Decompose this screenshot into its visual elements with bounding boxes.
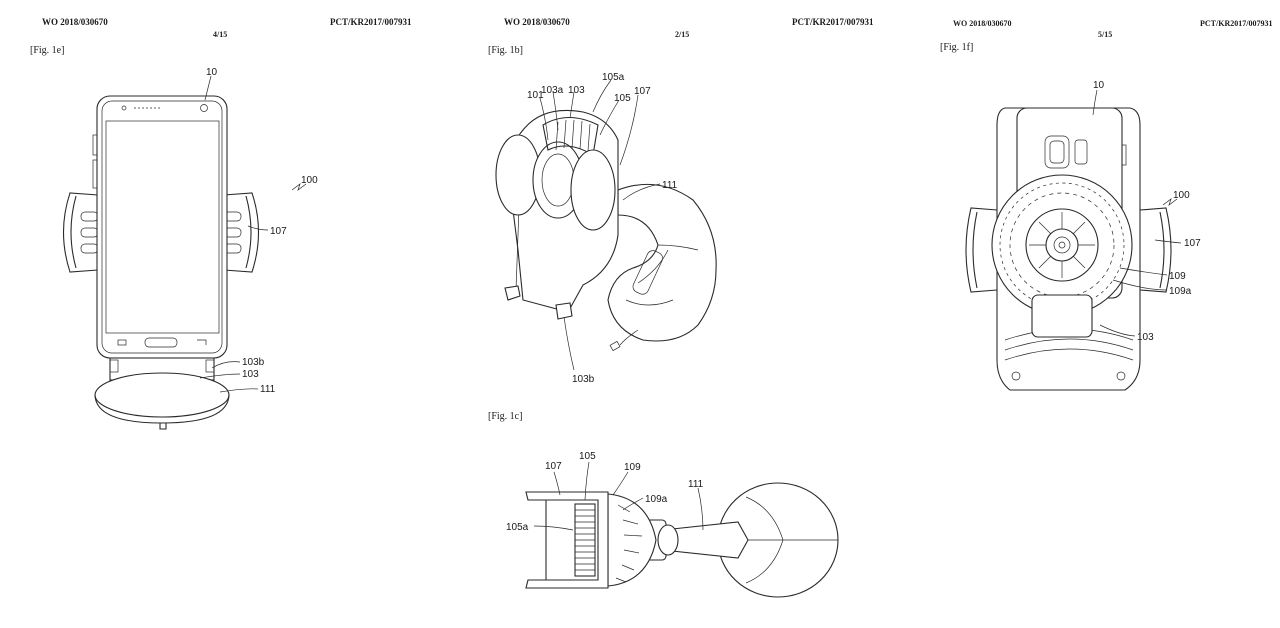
ref-label-105a: 105a [602, 72, 625, 83]
publication-number: WO 2018/030670 [504, 17, 570, 27]
smartphone-front [92, 95, 228, 359]
ref-label-10: 10 [1093, 80, 1105, 91]
wireless-charging-pad [991, 174, 1133, 338]
application-number: PCT/KR2017/007931 [330, 17, 412, 27]
ref-label-100: 100 [1173, 190, 1190, 201]
ref-label-103: 103 [568, 85, 585, 96]
ref-label-103b: 103b [242, 357, 265, 368]
fig-1c-holder-top-view [525, 482, 839, 598]
patent-sheet-page-5: WO 2018/030670 PCT/KR2017/007931 5/15 [F… [905, 0, 1280, 628]
figure-caption: [Fig. 1e] [30, 45, 65, 56]
ref-label-107: 107 [634, 86, 651, 97]
ref-label-103b: 103b [572, 374, 595, 385]
right-clamp-arm [223, 192, 260, 273]
ref-label-105a: 105a [506, 522, 529, 533]
ref-label-109: 109 [624, 462, 641, 473]
reference-leaders [199, 75, 307, 393]
publication-number: WO 2018/030670 [953, 19, 1012, 28]
patent-sheet-page-2: WO 2018/030670 PCT/KR2017/007931 2/15 [F… [448, 0, 888, 628]
figure-1b-1c-drawing: 101 103a 103 105a 105 107 111 103b [495, 72, 839, 598]
application-number: PCT/KR2017/007931 [792, 17, 874, 27]
figure-caption: [Fig. 1f] [940, 42, 974, 53]
ref-label-105: 105 [579, 451, 596, 462]
page-number: 5/15 [1098, 30, 1113, 39]
ref-label-10: 10 [206, 67, 218, 78]
page-number: 2/15 [675, 30, 690, 39]
ref-label-107: 107 [270, 226, 287, 237]
ref-label-105: 105 [614, 93, 631, 104]
ref-label-103: 103 [242, 369, 259, 380]
ref-label-103: 103 [1137, 332, 1154, 343]
fig-1b-leaders [539, 79, 661, 371]
application-number: PCT/KR2017/007931 [1200, 19, 1273, 28]
fig-1b-holder-perspective [495, 109, 717, 352]
ref-label-111: 111 [688, 479, 704, 490]
fig-1c-leaders [533, 461, 704, 531]
figure-caption-1c: [Fig. 1c] [488, 411, 523, 422]
ref-label-103a: 103a [541, 85, 564, 96]
ref-label-100: 100 [301, 175, 318, 186]
left-clamp-arm [62, 192, 99, 273]
ref-label-111: 111 [260, 384, 276, 395]
ref-label-109: 109 [1169, 271, 1186, 282]
ref-label-109a: 109a [645, 494, 668, 505]
figure-caption-1b: [Fig. 1b] [488, 45, 523, 56]
figure-1e-drawing: 10 100 107 103b 103 111 [62, 67, 318, 430]
ref-label-107: 107 [545, 461, 562, 472]
mount-base [94, 357, 230, 430]
side-clamps [965, 207, 1172, 293]
publication-number: WO 2018/030670 [42, 17, 108, 27]
figure-1f-drawing: 10 100 107 109 109a 103 [965, 80, 1201, 391]
patent-sheet-page-4: WO 2018/030670 PCT/KR2017/007931 4/15 [F… [0, 0, 430, 628]
fig-1f-leaders [1092, 89, 1182, 337]
page-number: 4/15 [213, 30, 228, 39]
ref-label-101: 101 [527, 90, 544, 101]
ref-label-109a: 109a [1169, 286, 1192, 297]
ref-label-107: 107 [1184, 238, 1201, 249]
ref-label-111: 111 [662, 180, 678, 191]
